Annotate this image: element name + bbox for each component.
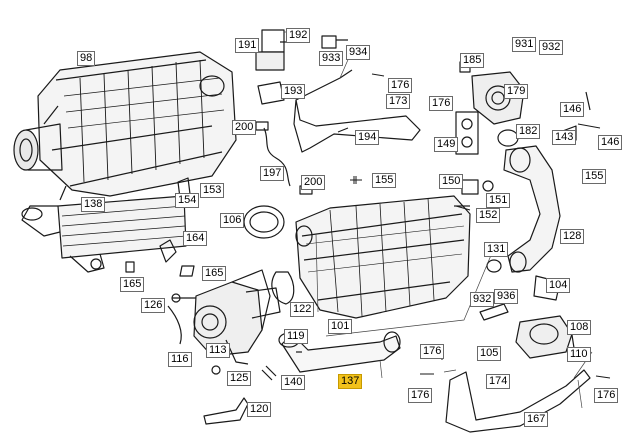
callout-192: 192 xyxy=(286,28,311,43)
callout-152: 152 xyxy=(476,208,501,223)
callout-931: 931 xyxy=(512,37,537,52)
bracket-167 xyxy=(445,369,591,433)
valve-108 xyxy=(515,315,573,359)
callout-176-center-low: 176 xyxy=(420,344,445,359)
hose-197 xyxy=(263,127,291,187)
callout-155-right: 155 xyxy=(582,169,607,184)
callout-150: 150 xyxy=(439,174,464,189)
callout-932-top: 932 xyxy=(539,40,564,55)
o-ring-182 xyxy=(497,129,519,147)
bracket-934 xyxy=(293,99,421,153)
callout-174: 174 xyxy=(486,374,511,389)
callout-154: 154 xyxy=(175,193,200,208)
charge-pipe-128 xyxy=(503,145,561,273)
callout-104: 104 xyxy=(546,278,571,293)
callout-165-left: 165 xyxy=(120,277,145,292)
callout-173: 173 xyxy=(386,94,411,109)
callout-120: 120 xyxy=(247,402,272,417)
callout-182: 182 xyxy=(516,124,541,139)
callout-176-bottom-left: 176 xyxy=(408,388,433,403)
clip-140 xyxy=(261,365,277,381)
upper-intake-manifold-left xyxy=(13,51,237,201)
callout-165-center: 165 xyxy=(202,266,227,281)
callout-140: 140 xyxy=(281,375,306,390)
callout-116: 116 xyxy=(168,352,192,367)
callout-164: 164 xyxy=(183,231,208,246)
callout-179: 179 xyxy=(504,84,529,99)
callout-932-lower: 932 xyxy=(470,292,495,307)
callout-106: 106 xyxy=(220,213,245,228)
callout-137-highlighted: 137 xyxy=(338,374,363,389)
callout-119: 119 xyxy=(284,329,308,344)
callout-176-top: 176 xyxy=(388,78,413,93)
bracket-part xyxy=(159,239,177,263)
callout-936: 936 xyxy=(494,289,519,304)
callout-185: 185 xyxy=(460,53,485,68)
callout-128: 128 xyxy=(560,229,585,244)
callout-110: 110 xyxy=(567,347,591,362)
callout-155-center: 155 xyxy=(372,173,397,188)
callout-197: 197 xyxy=(260,166,285,181)
callout-176-upper-right: 176 xyxy=(429,96,454,111)
callout-131: 131 xyxy=(484,242,509,257)
callout-176-bottom-right: 176 xyxy=(594,388,619,403)
throttle-valve-assembly xyxy=(193,269,281,365)
callout-138: 138 xyxy=(81,197,106,212)
callout-193: 193 xyxy=(281,84,306,99)
callout-105: 105 xyxy=(477,346,502,361)
gasket-106 xyxy=(243,205,285,239)
callout-167: 167 xyxy=(524,412,549,427)
callout-933: 933 xyxy=(319,51,344,66)
callout-108: 108 xyxy=(567,320,592,335)
bracket-193 xyxy=(257,81,285,105)
callout-149: 149 xyxy=(434,137,459,152)
callout-151: 151 xyxy=(486,193,511,208)
lower-intake-manifold xyxy=(295,195,471,319)
gasket-122 xyxy=(271,271,295,305)
callout-934: 934 xyxy=(346,45,371,60)
bracket-120 xyxy=(203,397,249,425)
callout-113: 113 xyxy=(206,343,230,358)
callout-122: 122 xyxy=(290,302,315,317)
callout-146-upper: 146 xyxy=(560,102,585,117)
callout-153: 153 xyxy=(200,183,225,198)
callout-146-lower: 146 xyxy=(598,135,623,150)
callout-200-upper: 200 xyxy=(232,120,257,135)
callout-191: 191 xyxy=(235,38,260,53)
callout-101: 101 xyxy=(328,319,353,334)
hose-116 xyxy=(167,305,182,345)
callout-126: 126 xyxy=(141,298,166,313)
callout-200-lower: 200 xyxy=(301,175,326,190)
callout-125: 125 xyxy=(227,371,252,386)
gasket-149 xyxy=(455,111,479,155)
callout-143: 143 xyxy=(552,130,577,145)
callout-98: 98 xyxy=(77,51,96,66)
callout-194: 194 xyxy=(355,130,380,145)
